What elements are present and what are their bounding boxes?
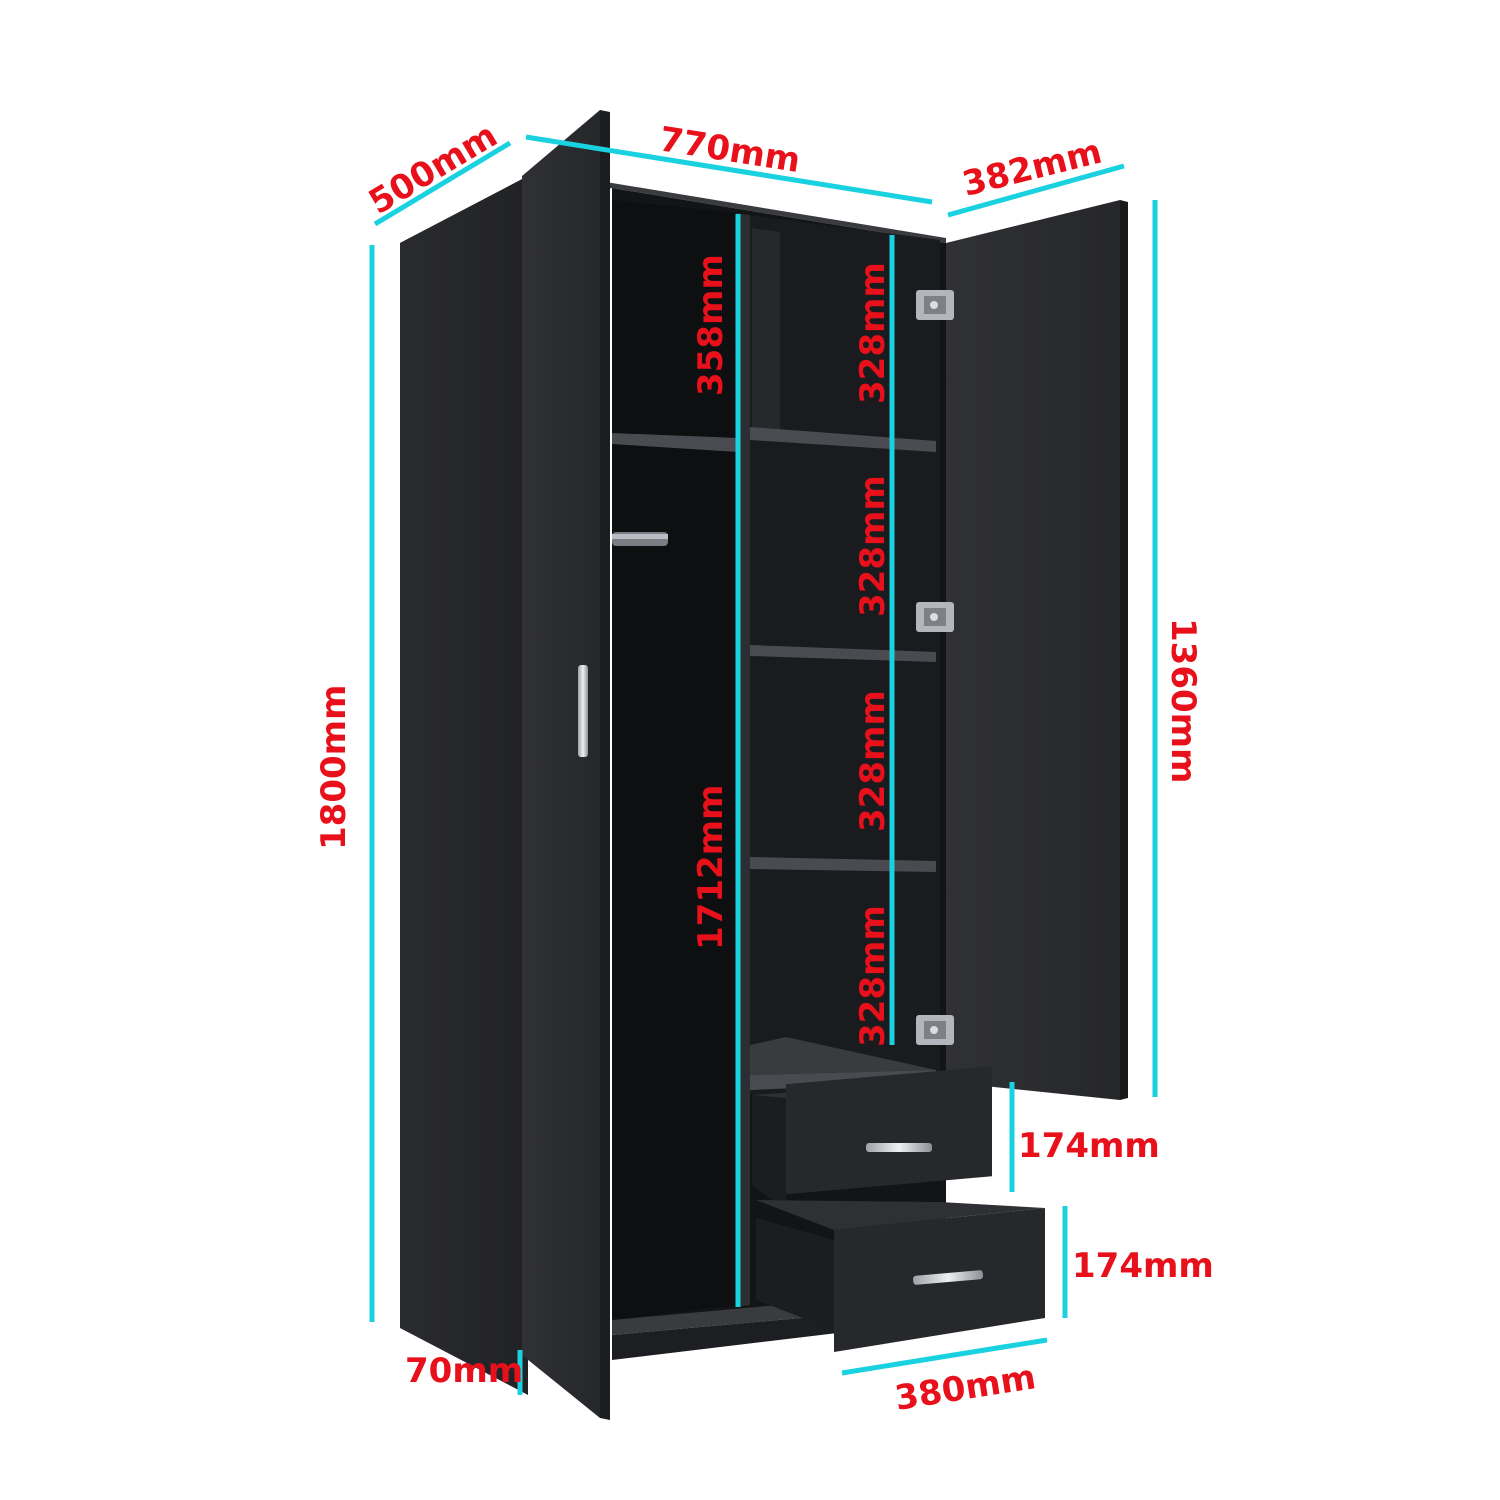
drawer-lower-label: 174mm — [1072, 1246, 1214, 1286]
shelf-4-top — [750, 1037, 936, 1075]
bar-handle-icon — [866, 1143, 932, 1152]
upper-drawer-front — [786, 1066, 992, 1195]
bar-handle-icon — [578, 665, 588, 757]
top-right-back — [752, 228, 780, 430]
shelf-4-label: 328mm — [853, 905, 893, 1047]
left-door-edge — [600, 110, 610, 1420]
lower-drawer-top — [756, 1200, 1045, 1230]
shelf-1-label: 328mm — [853, 262, 893, 404]
upper-drawer — [752, 1066, 992, 1210]
hinge-icon — [916, 1015, 954, 1045]
right-door — [916, 200, 1128, 1100]
width-line — [525, 134, 933, 205]
drawer-width-line — [841, 1337, 1048, 1376]
drawer-upper-label: 174mm — [1018, 1126, 1160, 1166]
door-width-line — [947, 163, 1125, 218]
left-top-shelf — [612, 433, 738, 452]
wardrobe-left-side — [400, 176, 528, 1395]
dimension-lines — [369, 134, 1158, 1395]
lower-drawer-side — [756, 1218, 834, 1330]
hanging-rail — [612, 532, 668, 546]
left-door — [522, 110, 610, 1420]
hinge-icon — [916, 602, 954, 632]
plinth-label: 70mm — [405, 1351, 523, 1391]
top-left-compartment-label: 358mm — [691, 254, 731, 396]
depth-line — [373, 140, 512, 227]
drawer-width-label: 380mm — [892, 1357, 1038, 1419]
height-label: 1800mm — [314, 685, 354, 850]
shelf-2-label: 328mm — [853, 475, 893, 617]
lower-drawer — [756, 1200, 1045, 1352]
right-door-edge — [1120, 200, 1128, 1100]
shelf-3-label: 328mm — [853, 690, 893, 832]
hanging-height-label: 1712mm — [691, 785, 731, 950]
upper-drawer-side — [752, 1095, 786, 1210]
bar-handle-icon — [913, 1270, 984, 1285]
left-compartment-interior — [612, 200, 738, 1320]
right-door-panel — [946, 200, 1120, 1100]
left-door-panel — [522, 110, 600, 1418]
door-height-label: 1360mm — [1163, 618, 1203, 783]
hinge-icon — [916, 290, 954, 320]
